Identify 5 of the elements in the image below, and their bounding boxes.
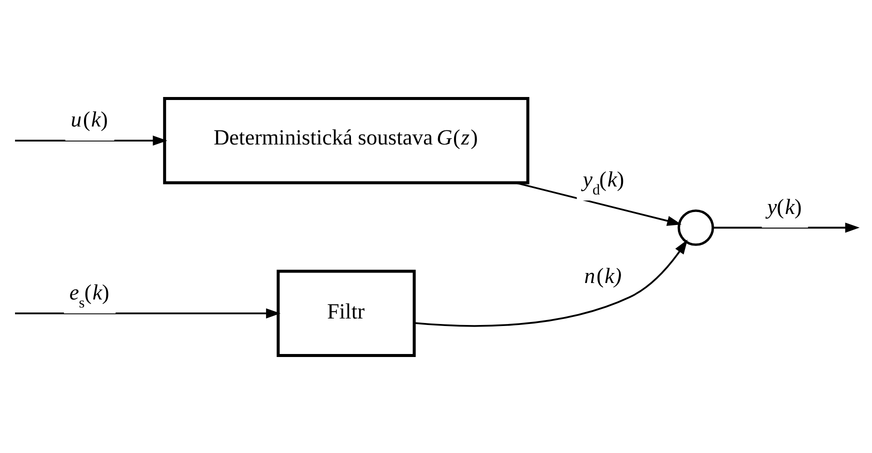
edge-label: n(k) [584,264,622,288]
edge-label: e$_{s}$(k) [69,280,110,312]
edge-label: y$_{d}$(k) [582,167,624,198]
edge-label: u(k) [70,107,108,132]
edge-label: y(k) [767,194,802,218]
